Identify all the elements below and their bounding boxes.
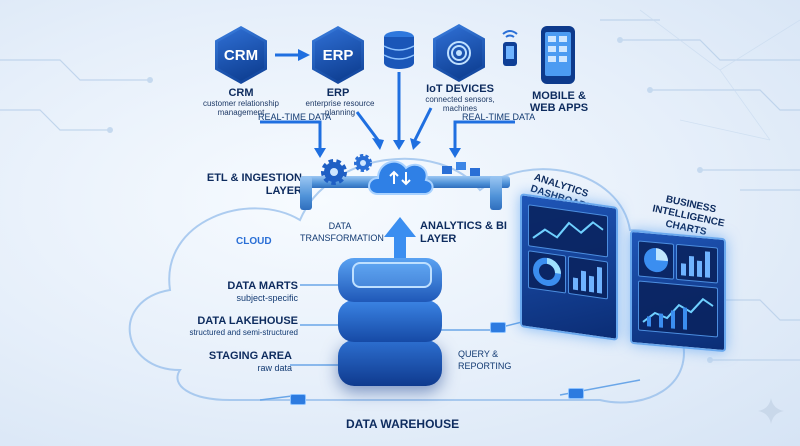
data-chip xyxy=(568,388,584,399)
iot-hex xyxy=(433,24,485,82)
data-blocks-icon xyxy=(442,162,480,176)
data-chip xyxy=(290,394,306,405)
datamarts-title: DATA MARTS xyxy=(227,280,298,292)
staging-layer xyxy=(338,340,442,386)
pie-chart-widget xyxy=(638,240,674,280)
donut-chart-widget xyxy=(528,250,566,294)
lakehouse-subtitle: structured and semi-structured xyxy=(189,328,299,337)
lakehouse-title: DATA LAKEHOUSE xyxy=(197,315,298,327)
erp-title: ERP xyxy=(326,87,350,99)
realtime-label-right: REAL-TIME DATA xyxy=(462,112,536,122)
database-icon xyxy=(383,31,415,69)
cloud-label: CLOUD xyxy=(236,236,272,247)
wifi-device-icon xyxy=(502,30,518,66)
staging-title: STAGING AREA xyxy=(208,350,292,362)
iot-subtitle: connected sensors, machines xyxy=(425,95,495,113)
cloud-sync-icon xyxy=(368,160,434,195)
etl-title: ETL & INGESTION LAYER xyxy=(206,172,302,197)
analytics-dashboard-panel xyxy=(520,193,618,341)
analytics-layer-title: ANALYTICS & BI LAYER xyxy=(420,220,507,245)
gear-icon-small xyxy=(354,154,372,172)
datamarts-subtitle: subject-specific xyxy=(236,293,298,303)
staging-subtitle: raw data xyxy=(257,363,292,373)
warehouse-top-glow xyxy=(352,262,432,288)
iot-title: IoT DEVICES xyxy=(426,83,494,95)
gear-icon xyxy=(321,159,347,185)
line-chart-widget xyxy=(528,204,608,258)
query-label: QUERY & REPORTING xyxy=(458,349,512,371)
data-chip xyxy=(490,322,506,333)
crm-subtitle: customer relationship management xyxy=(202,99,280,117)
bar-chart-widget-2 xyxy=(676,243,718,284)
warehouse-title: DATA WAREHOUSE xyxy=(346,417,460,431)
mobile-phone-icon xyxy=(541,26,575,84)
area-chart-widget xyxy=(638,280,718,338)
sparkle-icon xyxy=(758,398,784,424)
pipe-left-down xyxy=(300,176,312,210)
erp-badge: ERP xyxy=(322,46,354,64)
bi-charts-panel xyxy=(630,229,726,353)
wireless-sensor-icon xyxy=(447,41,471,65)
pipe-right-down xyxy=(490,176,502,210)
bar-chart-widget xyxy=(568,255,608,300)
realtime-label-left: REAL-TIME DATA xyxy=(258,112,332,122)
mobile-title: MOBILE & WEB APPS xyxy=(529,90,589,114)
erp-subtitle: enterprise resource planning xyxy=(305,99,375,117)
lakehouse-layer xyxy=(338,300,442,342)
transformation-label: DATA TRANSFORMATION xyxy=(300,221,384,243)
crm-title: CRM xyxy=(228,87,254,99)
crm-badge: CRM xyxy=(223,46,259,64)
